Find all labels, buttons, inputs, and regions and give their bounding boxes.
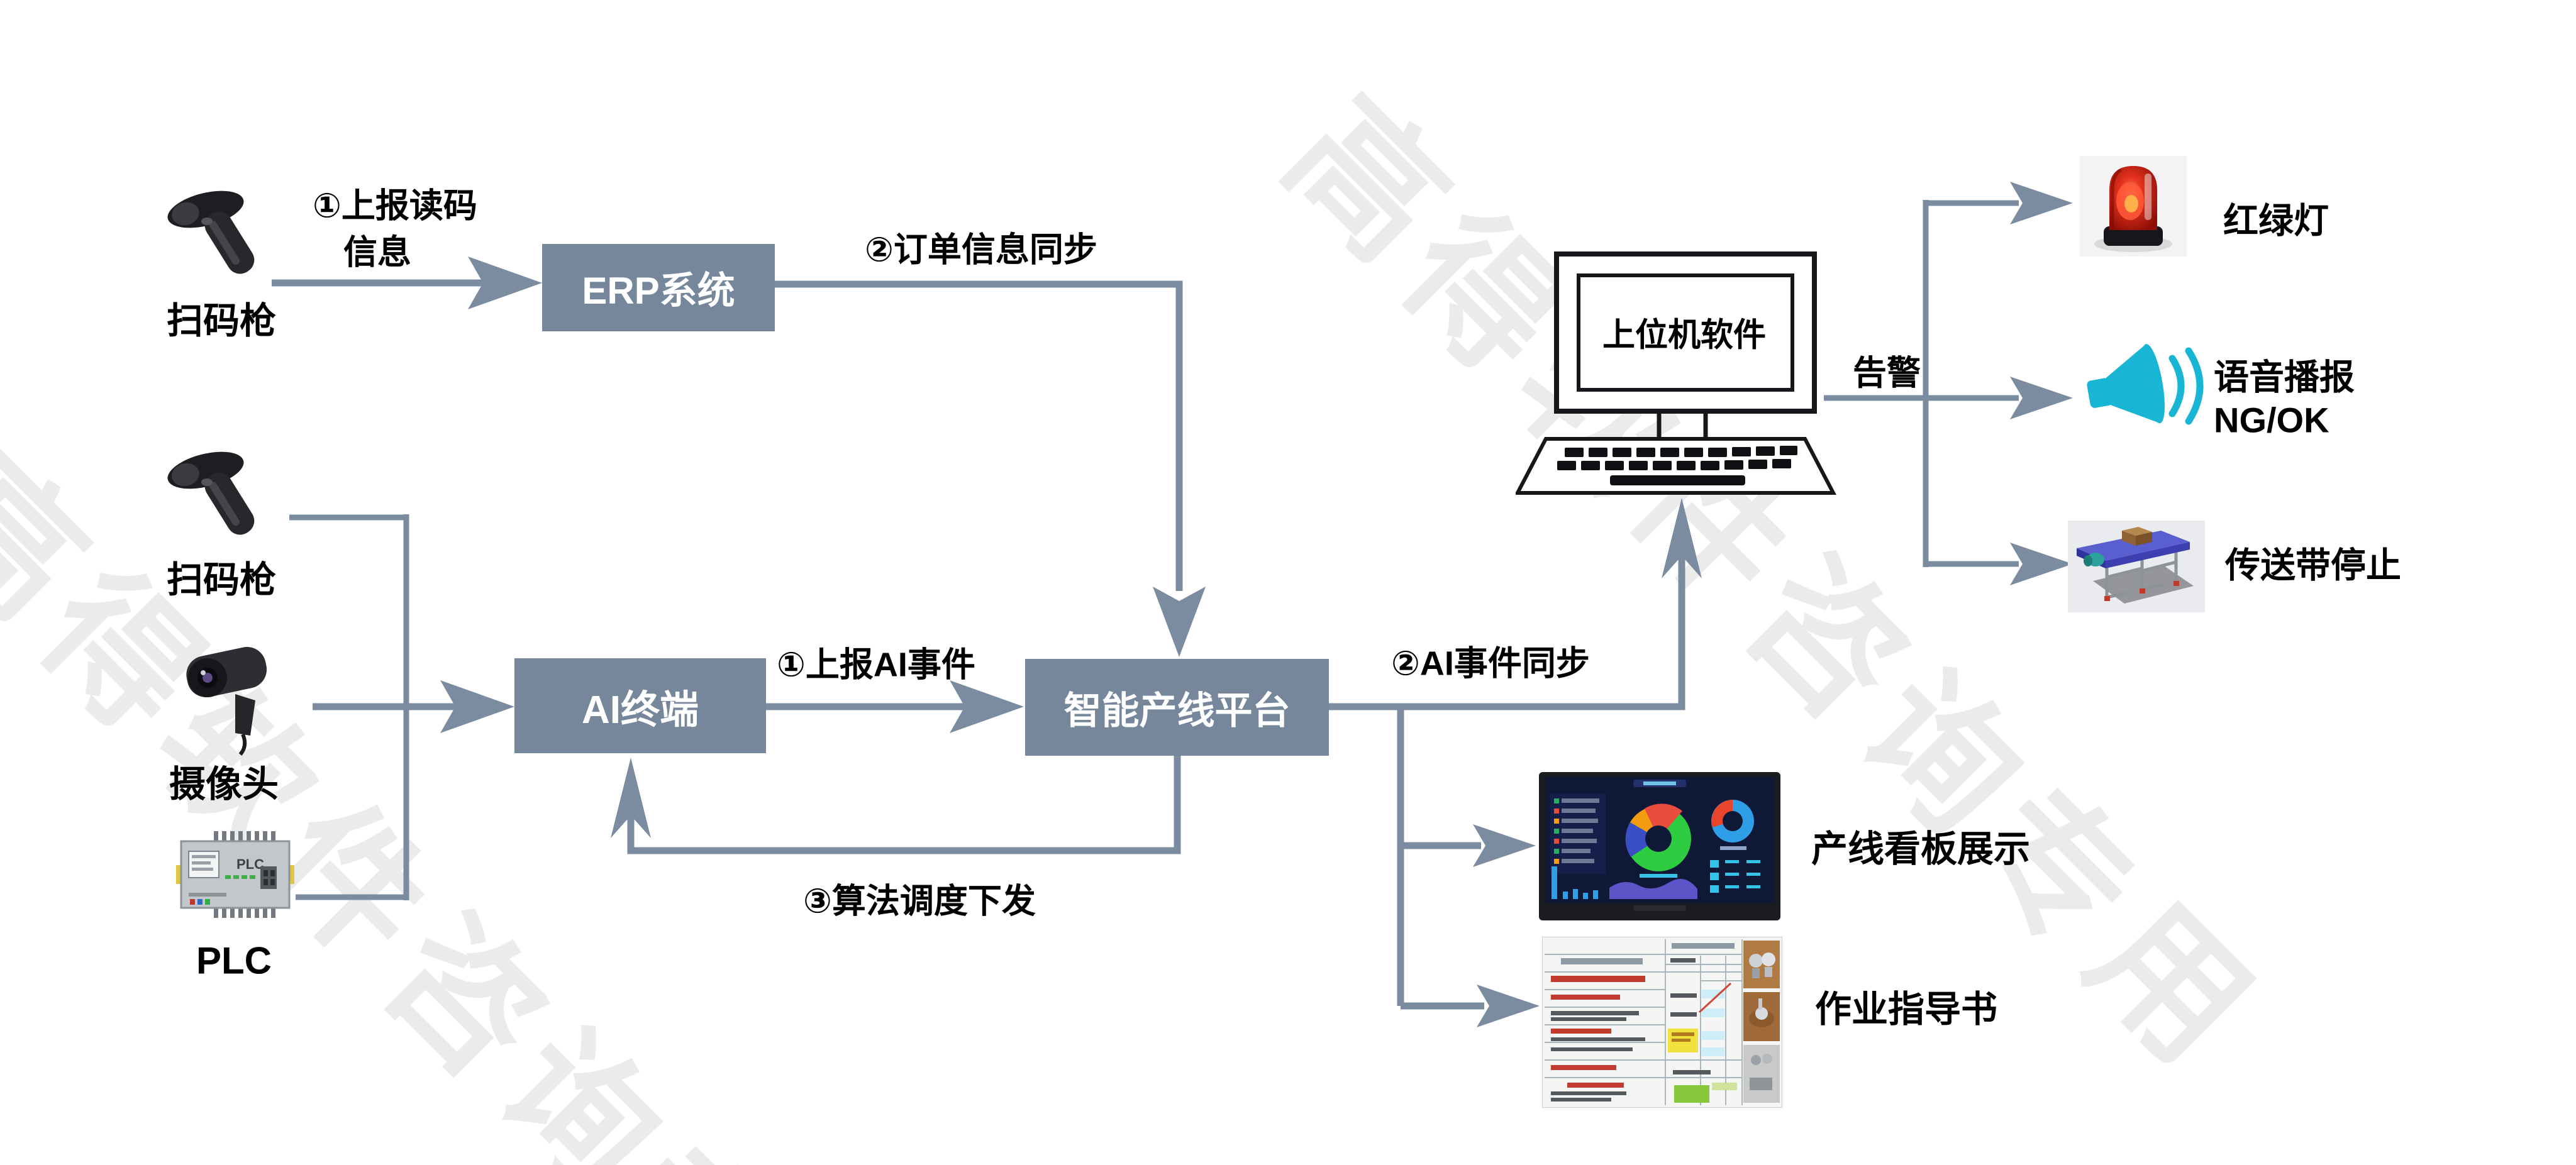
edge-label-alert: 告警 bbox=[1853, 354, 1921, 392]
edge-label-report-ai-event: ①上报AI事件 bbox=[777, 646, 975, 684]
barcode-scanner-icon bbox=[160, 181, 286, 289]
host-computer-icon bbox=[1516, 251, 1836, 498]
camera-icon bbox=[175, 640, 278, 756]
dashboard-label: 产线看板展示 bbox=[1811, 829, 2031, 870]
alarm-beacon-icon bbox=[2080, 156, 2187, 257]
conveyor-icon bbox=[2068, 521, 2205, 612]
scanner-top-label: 扫码枪 bbox=[166, 301, 277, 341]
edge-label-report-scan-1: ①上报读码 bbox=[313, 187, 477, 225]
edge-label-algorithm-dispatch: ③算法调度下发 bbox=[803, 882, 1036, 920]
barcode-scanner-icon bbox=[160, 442, 286, 550]
svg-text:PLC: PLC bbox=[236, 856, 264, 872]
edge-label-order-sync: ②订单信息同步 bbox=[865, 231, 1097, 269]
voice-label-1: 语音播报 bbox=[2214, 357, 2355, 397]
voice-label-2: NG/OK bbox=[2214, 400, 2329, 440]
erp-system-box: ERP系统 bbox=[542, 244, 775, 331]
plc-module-icon: PLC bbox=[175, 829, 296, 920]
alarm-light-label: 红绿灯 bbox=[2223, 201, 2329, 241]
edge-label-ai-event-sync: ②AI事件同步 bbox=[1391, 644, 1590, 683]
instruction-sheet-thumbnail bbox=[1542, 937, 1782, 1108]
edge-label-report-scan-2: 信息 bbox=[343, 233, 411, 272]
host-computer-label: 上位机软件 bbox=[1602, 317, 1767, 354]
conveyor-label: 传送带停止 bbox=[2225, 545, 2401, 585]
scanner-mid-label: 扫码枪 bbox=[166, 560, 277, 600]
edge-platform-to-ai-loop bbox=[627, 756, 1181, 854]
ai-terminal-box: AI终端 bbox=[514, 658, 766, 753]
plc-label: PLC bbox=[196, 939, 272, 982]
smart-line-platform-box: 智能产线平台 bbox=[1025, 659, 1329, 756]
edge-erp-to-platform bbox=[775, 280, 1183, 591]
instruction-label: 作业指导书 bbox=[1815, 989, 1998, 1030]
speaker-icon bbox=[2083, 340, 2215, 434]
arrow-heads bbox=[440, 182, 2073, 1027]
dashboard-thumbnail bbox=[1539, 772, 1780, 920]
camera-label: 摄像头 bbox=[169, 764, 279, 805]
